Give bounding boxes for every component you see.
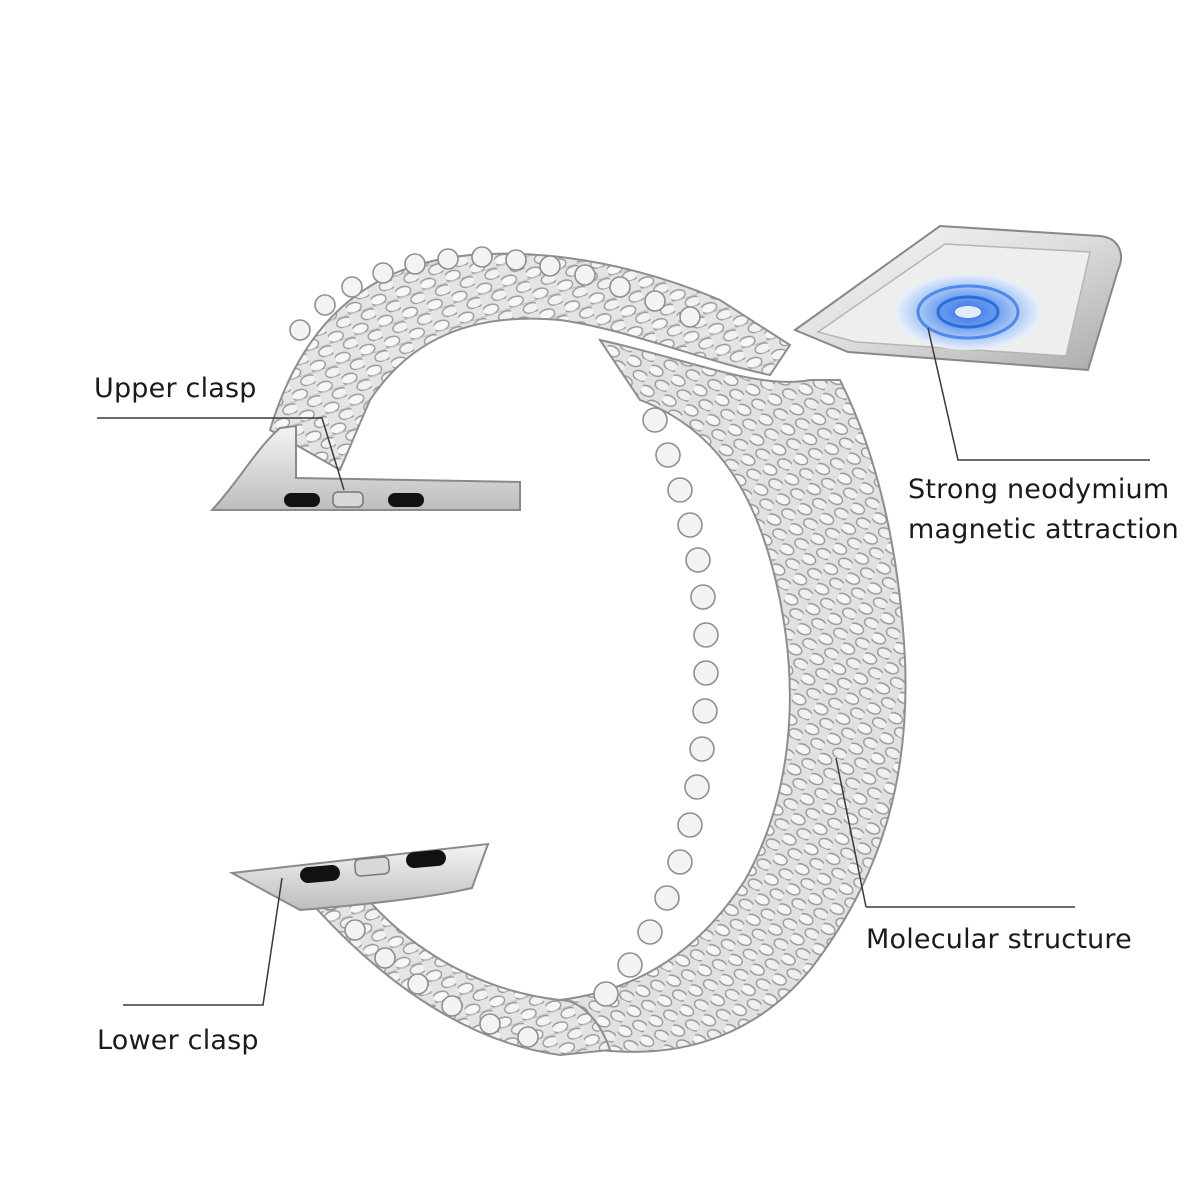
band-bottom-section <box>297 889 612 1057</box>
band-right-loop <box>558 338 907 1053</box>
label-lower-clasp: Lower clasp <box>97 1025 259 1056</box>
label-molecular-structure: Molecular structure <box>866 924 1132 955</box>
label-upper-clasp: Upper clasp <box>94 373 257 404</box>
magnet-clasp-icon <box>792 224 1122 372</box>
leader-magnet <box>927 327 1150 461</box>
upper-connector-icon <box>209 424 521 511</box>
label-magnetic-attraction: Strong neodymium magnetic attraction <box>908 470 1179 550</box>
label-magnet-line-2: magnetic attraction <box>908 514 1179 545</box>
leader-upper-clasp <box>97 417 345 491</box>
leader-lines <box>97 327 1150 1006</box>
leader-molecular-diag <box>835 757 867 908</box>
label-magnet-line-1: Strong neodymium <box>908 474 1170 505</box>
leader-lower-clasp <box>123 877 283 1006</box>
band-scalloped-edge <box>289 246 719 1048</box>
lower-connector-icon <box>228 842 490 912</box>
